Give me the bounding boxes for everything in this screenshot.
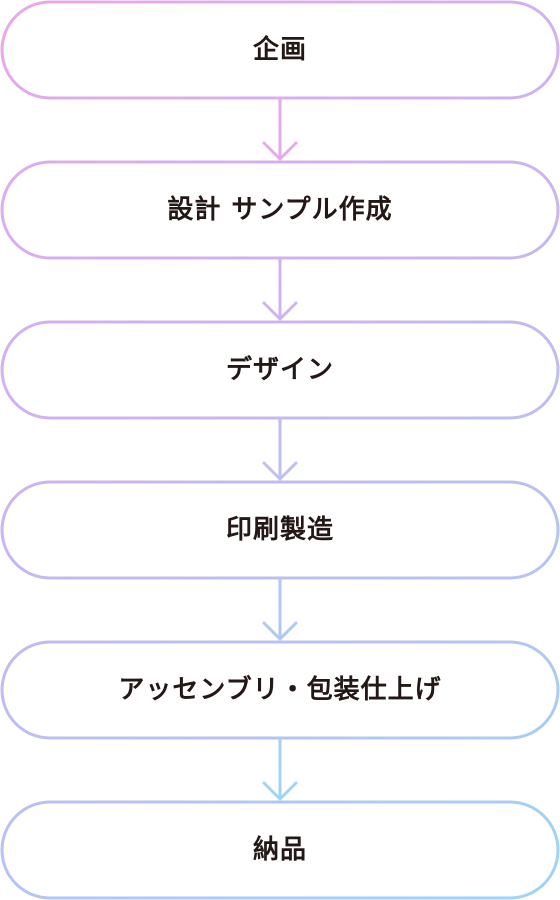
step-box-assembly-packaging [0,640,560,740]
step-box-printing [0,480,560,580]
arrow-down-icon [262,579,298,641]
step-label-delivery: 納品 [252,835,307,865]
step-label-assembly-packaging: アッセンブリ・包装仕上げ [118,675,442,705]
step-box-planning [0,0,560,100]
step-label-design-sampling: 設計 サンプル作成 [167,195,393,225]
step-label-design: デザイン [225,355,334,385]
arrow-down-icon [262,259,298,321]
step-box-design [0,320,560,420]
arrow-down-icon [262,739,298,801]
step-box-delivery [0,800,560,900]
step-label-printing: 印刷製造 [225,515,334,545]
arrow-down-icon [262,419,298,481]
step-box-design-sampling [0,160,560,260]
step-label-planning: 企画 [252,35,307,65]
arrow-down-icon [262,99,298,161]
